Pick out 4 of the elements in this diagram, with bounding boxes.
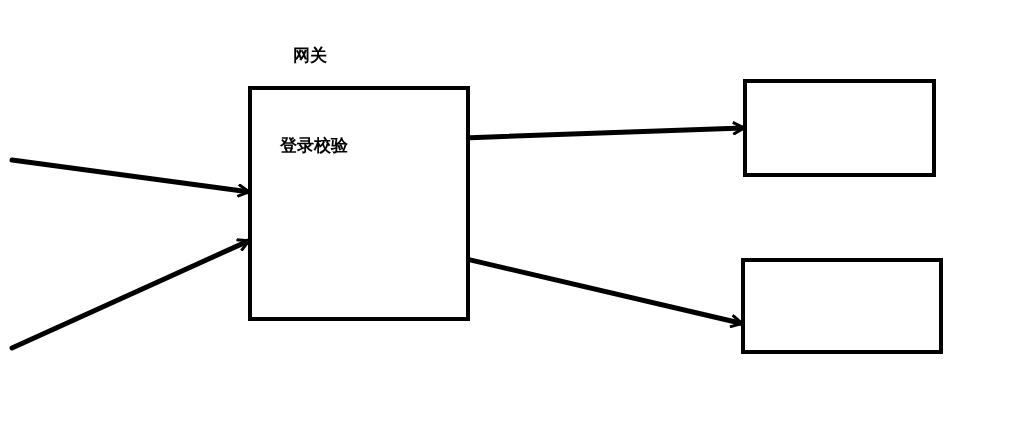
box-label: 登录校验 — [280, 134, 348, 157]
box-heading: 网关 — [293, 44, 327, 67]
service-box — [741, 258, 943, 354]
service-box — [743, 79, 936, 177]
